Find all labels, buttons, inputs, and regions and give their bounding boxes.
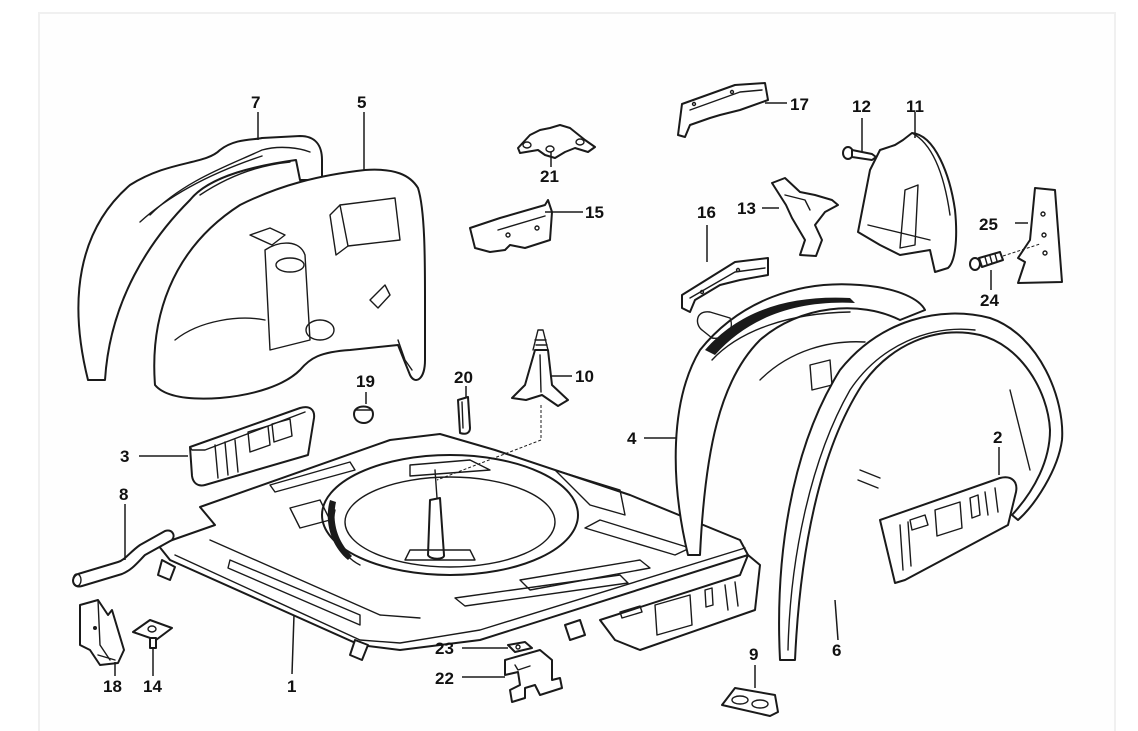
part-11-cover-plate[interactable]: [857, 132, 958, 273]
callout-9[interactable]: 9: [749, 645, 758, 664]
callout-16[interactable]: 16: [697, 203, 716, 222]
part-23-clip[interactable]: [507, 641, 533, 653]
callout-24[interactable]: 24: [980, 291, 999, 310]
callout-17[interactable]: 17: [790, 95, 809, 114]
part-8-pipe[interactable]: [72, 529, 175, 588]
part-2-side-member-right[interactable]: [879, 476, 1018, 584]
part-18-bracket[interactable]: [79, 599, 125, 666]
part-14-clip-nut[interactable]: [132, 619, 173, 649]
part-13-bracket[interactable]: [771, 177, 839, 257]
part-6-outer-arch-right[interactable]: [778, 312, 1064, 661]
callout-22[interactable]: 22: [435, 669, 454, 688]
callout-23[interactable]: 23: [435, 639, 454, 658]
callout-14[interactable]: 14: [143, 677, 162, 696]
part-7-outer-arch-left[interactable]: [77, 135, 323, 381]
callout-25[interactable]: 25: [979, 215, 998, 234]
callout-13[interactable]: 13: [737, 199, 756, 218]
part-25-gusset-plate[interactable]: [1017, 187, 1063, 284]
leader-lines: [114, 102, 1028, 688]
assembly-line-10: [436, 405, 542, 481]
callout-11[interactable]: 11: [906, 97, 924, 116]
callout-1[interactable]: 1: [287, 677, 296, 696]
part-20-pin[interactable]: [457, 396, 471, 435]
callout-10[interactable]: 10: [575, 367, 594, 386]
part-19-plug[interactable]: [353, 405, 374, 424]
part-1-floor-panel[interactable]: [157, 433, 761, 661]
part-10-spare-wheel-holder[interactable]: [511, 329, 569, 407]
assembly-line-24-25: [1002, 243, 1041, 257]
part-12-screw[interactable]: [842, 146, 877, 161]
callout-3[interactable]: 3: [120, 447, 129, 466]
callout-15[interactable]: 15: [585, 203, 604, 222]
callout-4[interactable]: 4: [627, 429, 637, 448]
callout-5[interactable]: 5: [357, 93, 366, 112]
part-5-inner-housing-left[interactable]: [153, 168, 426, 400]
callout-8[interactable]: 8: [119, 485, 128, 504]
part-16-bracket[interactable]: [681, 257, 769, 313]
part-21-bracket[interactable]: [517, 124, 596, 159]
part-24-bolt[interactable]: [969, 251, 1004, 271]
callout-20[interactable]: 20: [454, 368, 473, 387]
callout-6[interactable]: 6: [832, 641, 841, 660]
part-3-side-member-left[interactable]: [189, 406, 316, 487]
callout-18[interactable]: 18: [103, 677, 122, 696]
callout-19[interactable]: 19: [356, 372, 375, 391]
part-17-bracket[interactable]: [677, 82, 769, 138]
callout-12[interactable]: 12: [852, 97, 871, 116]
part-15-bracket[interactable]: [469, 199, 553, 253]
part-22-bracket[interactable]: [504, 649, 563, 703]
callout-7[interactable]: 7: [251, 93, 260, 112]
callout-2[interactable]: 2: [993, 428, 1002, 447]
callout-21[interactable]: 21: [540, 167, 559, 186]
part-9-bracket[interactable]: [721, 687, 779, 717]
